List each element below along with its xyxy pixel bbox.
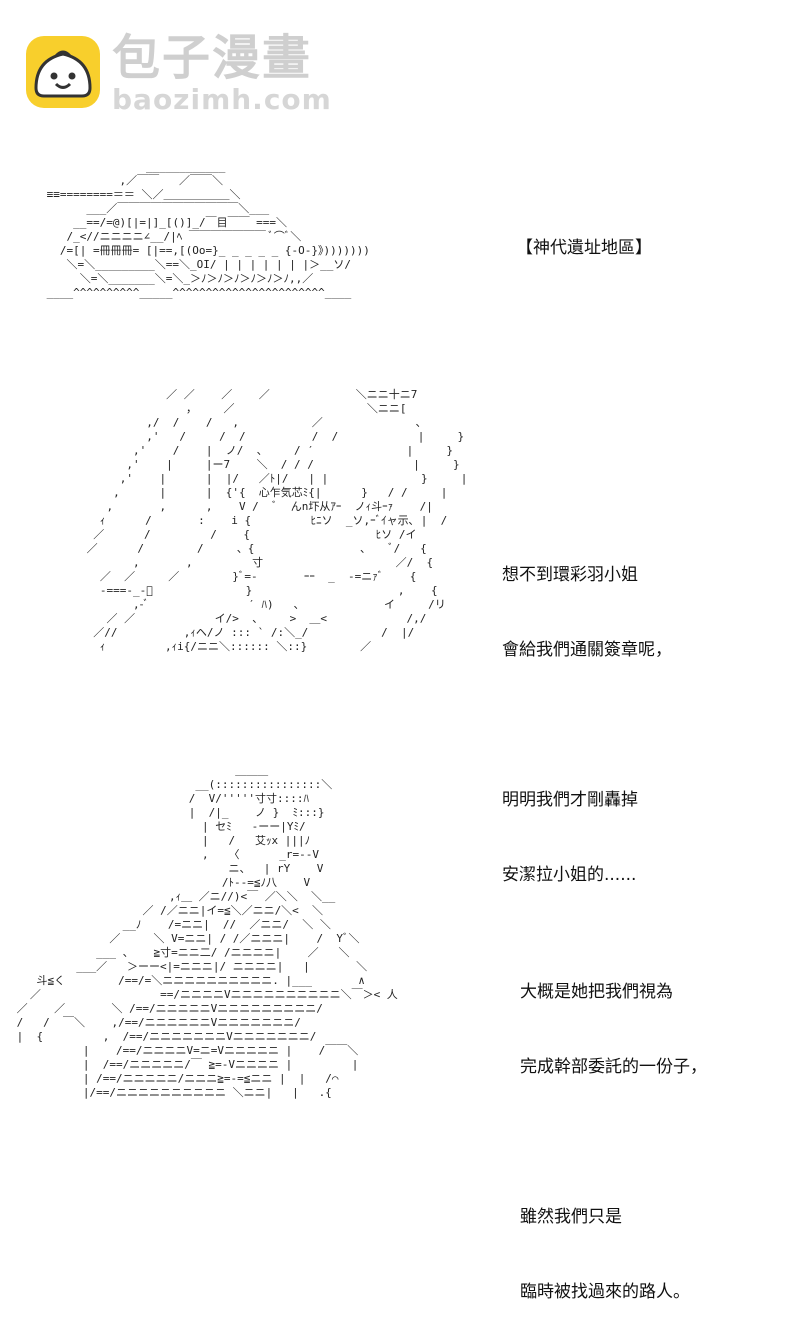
caption-line: 安潔拉小姐的...... [502, 865, 637, 885]
caption-line: 【神代遺址地區】 [516, 238, 652, 258]
brand-logo[interactable] [26, 36, 100, 108]
panel-3-ascii-art: ＿＿＿ __(::::::::::::::::＼ / V/'''''寸寸::::… [16, 764, 398, 1099]
caption-line: 臨時被找過來的路人。 [520, 1282, 690, 1302]
panel-1-caption: 【神代遺址地區】 [516, 186, 652, 286]
bun-face-icon [34, 50, 92, 98]
panel-2-ascii-art: ／ ／ ／ ／ ＼ニニ十ニ7 ， ／ ＼ニニ[ ,/ / / , ／ 、 ,' … [86, 388, 468, 653]
caption-line: 明明我們才剛轟掉 [502, 790, 638, 810]
brand-name: 包子漫畫 [112, 30, 313, 86]
caption-line: 會給我們通關簽章呢， [502, 640, 672, 660]
panel-2-caption: 想不到環彩羽小姐 會給我們通關簽章呢， 明明我們才剛轟掉 安潔拉小姐的.....… [502, 513, 672, 913]
panel-1-ascii-art: ____________ ,／￣￣ ／￣￣＼ ≡≡========＝＝ ＼／＿＿… [46, 160, 370, 299]
caption-spacer [520, 1130, 707, 1155]
brand-domain: baozimh.com [112, 83, 332, 116]
caption-line: 雖然我們只是 [520, 1207, 622, 1227]
caption-line: 大概是她把我們視為 [520, 982, 673, 1002]
caption-line: 完成幹部委託的一份子， [520, 1057, 707, 1077]
panel-3-caption: 大概是她把我們視為 完成幹部委託的一份子， 雖然我們只是 臨時被找過來的路人。 [520, 930, 707, 1330]
caption-line: 想不到環彩羽小姐 [502, 565, 638, 585]
caption-spacer [502, 713, 672, 738]
